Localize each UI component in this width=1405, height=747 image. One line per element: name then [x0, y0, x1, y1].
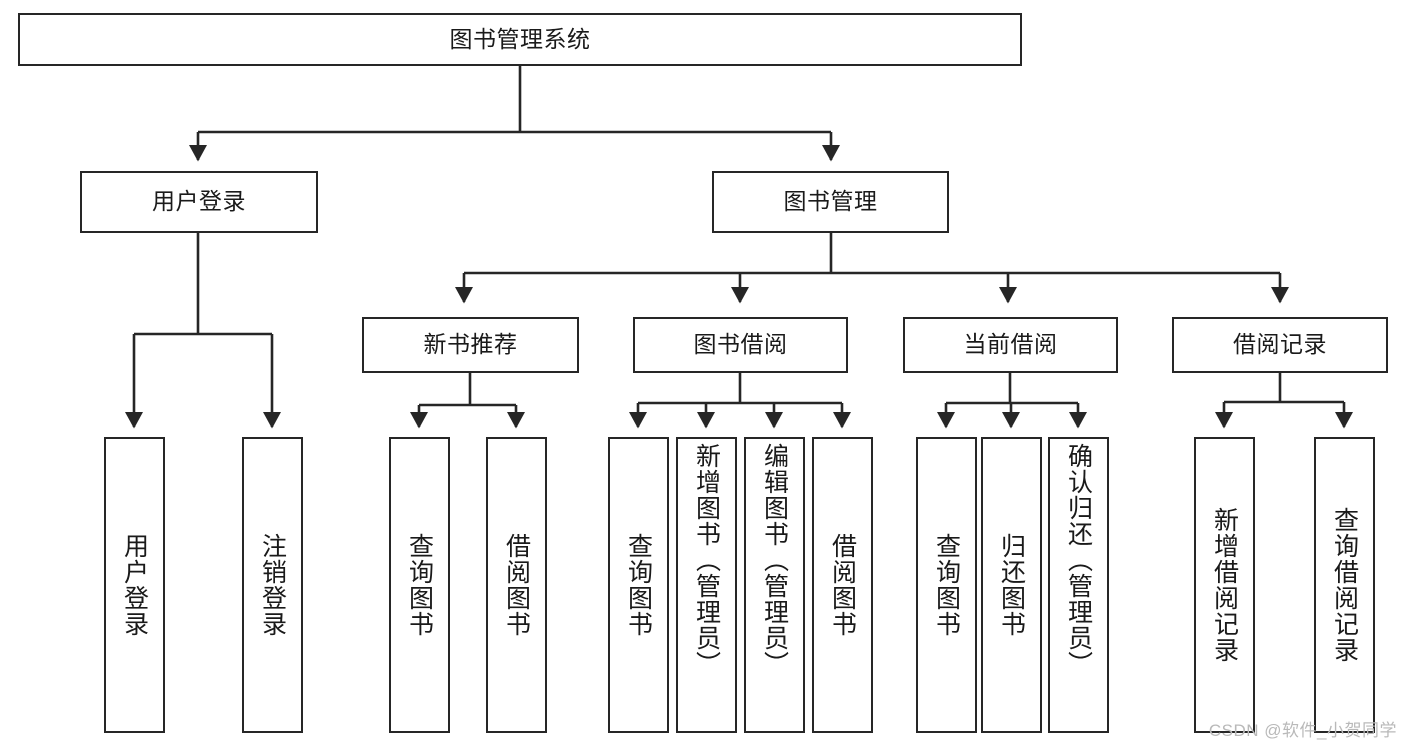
leaf-current-borrow-2-label: 确认归还（管理员）: [1064, 443, 1093, 677]
leaf-user-login-0[interactable]: 用户登录: [104, 437, 165, 733]
leaf-book-borrow-1[interactable]: 新增图书（管理员）: [676, 437, 737, 733]
leaf-user-login-0-label: 用户登录: [120, 533, 149, 637]
node-book-borrow-label: 图书借阅: [693, 331, 788, 358]
node-borrow-record[interactable]: 借阅记录: [1172, 317, 1388, 373]
leaf-new-book-1[interactable]: 借阅图书: [486, 437, 547, 733]
leaf-current-borrow-2[interactable]: 确认归还（管理员）: [1048, 437, 1109, 733]
node-new-book-recommend-label: 新书推荐: [423, 331, 518, 358]
node-current-borrow-label: 当前借阅: [963, 331, 1058, 358]
node-book-manage[interactable]: 图书管理: [712, 171, 949, 233]
leaf-current-borrow-0[interactable]: 查询图书: [916, 437, 977, 733]
node-borrow-record-label: 借阅记录: [1233, 331, 1327, 358]
node-user-login-label: 用户登录: [152, 188, 246, 215]
leaf-current-borrow-1[interactable]: 归还图书: [981, 437, 1042, 733]
node-current-borrow[interactable]: 当前借阅: [903, 317, 1118, 373]
leaf-borrow-record-0[interactable]: 新增借阅记录: [1194, 437, 1255, 733]
node-root[interactable]: 图书管理系统: [18, 13, 1022, 66]
node-book-borrow[interactable]: 图书借阅: [633, 317, 848, 373]
leaf-current-borrow-1-label: 归还图书: [997, 533, 1026, 637]
node-root-label: 图书管理系统: [449, 25, 591, 52]
leaf-borrow-record-1-label: 查询借阅记录: [1330, 507, 1359, 663]
leaf-borrow-record-0-label: 新增借阅记录: [1210, 507, 1239, 663]
leaf-current-borrow-0-label: 查询图书: [932, 533, 961, 637]
node-book-manage-label: 图书管理: [783, 188, 878, 215]
leaf-new-book-0-label: 查询图书: [405, 533, 434, 637]
leaf-book-borrow-3[interactable]: 借阅图书: [812, 437, 873, 733]
leaf-book-borrow-1-label: 新增图书（管理员）: [692, 443, 721, 677]
leaf-book-borrow-3-label: 借阅图书: [828, 533, 857, 637]
leaf-user-login-1[interactable]: 注销登录: [242, 437, 303, 733]
leaf-new-book-1-label: 借阅图书: [502, 533, 531, 637]
leaf-book-borrow-0-label: 查询图书: [624, 533, 653, 637]
node-user-login[interactable]: 用户登录: [80, 171, 318, 233]
leaf-user-login-1-label: 注销登录: [258, 533, 287, 637]
leaf-new-book-0[interactable]: 查询图书: [389, 437, 450, 733]
leaf-book-borrow-2[interactable]: 编辑图书（管理员）: [744, 437, 805, 733]
leaf-book-borrow-2-label: 编辑图书（管理员）: [760, 443, 789, 677]
leaf-book-borrow-0[interactable]: 查询图书: [608, 437, 669, 733]
node-new-book-recommend[interactable]: 新书推荐: [362, 317, 579, 373]
leaf-borrow-record-1[interactable]: 查询借阅记录: [1314, 437, 1375, 733]
